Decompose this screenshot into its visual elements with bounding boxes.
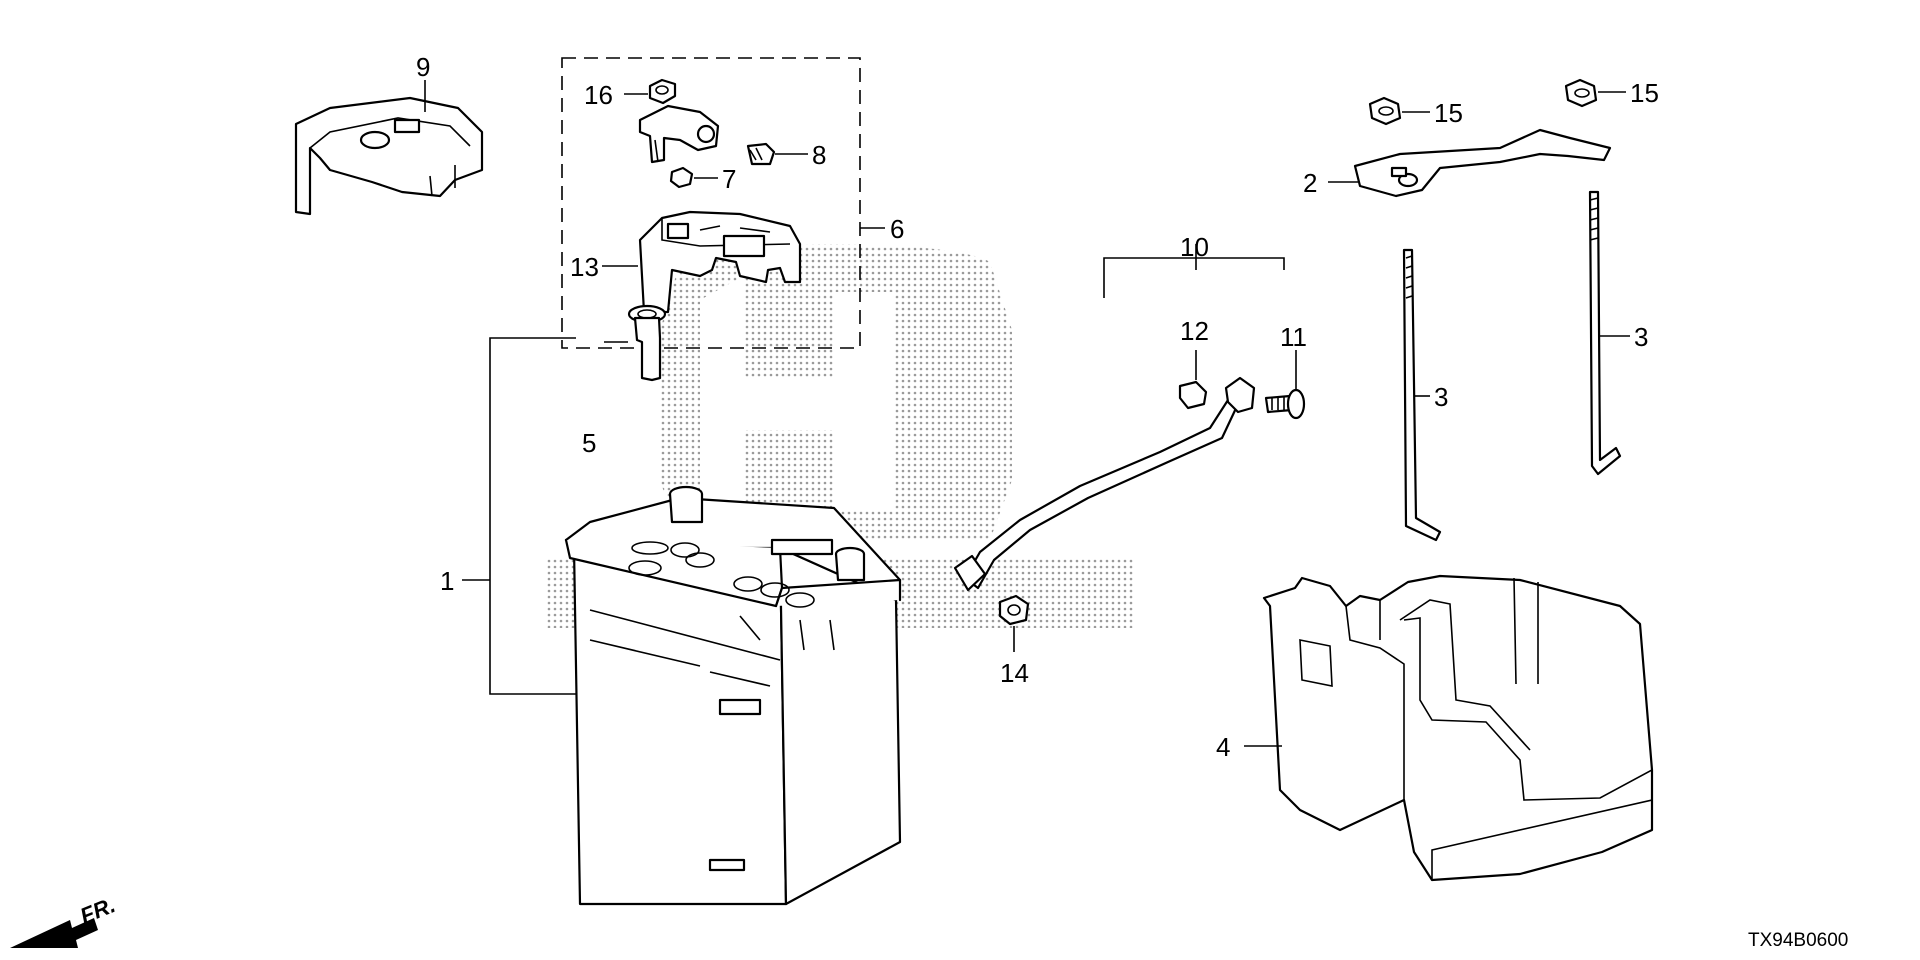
terminal-clamp-part bbox=[638, 104, 720, 164]
callout-9: 9 bbox=[416, 52, 430, 82]
nut-15-left-part bbox=[1368, 96, 1402, 126]
front-direction-arrow-icon bbox=[10, 918, 98, 948]
nut-12-part bbox=[1178, 380, 1208, 410]
terminal-cover-part bbox=[294, 96, 484, 216]
callout-13: 13 bbox=[570, 252, 599, 282]
fuse-block-part bbox=[638, 210, 802, 314]
callout-3-right: 3 bbox=[1634, 322, 1648, 352]
callout-5: 5 bbox=[582, 428, 596, 458]
callout-6: 6 bbox=[890, 214, 904, 244]
sub-assembly-box bbox=[561, 57, 861, 349]
front-label: FR. bbox=[77, 892, 119, 928]
callout-10: 10 bbox=[1180, 232, 1209, 262]
bracket-part bbox=[1353, 128, 1612, 198]
callout-11: 11 bbox=[1280, 322, 1307, 352]
cable-part bbox=[953, 376, 1256, 592]
bolt-8-part bbox=[746, 142, 776, 166]
callout-14: 14 bbox=[1000, 658, 1029, 688]
callout-3-left: 3 bbox=[1434, 382, 1448, 412]
rod-3-right-part bbox=[1588, 190, 1622, 476]
nut-15-right-part bbox=[1564, 78, 1598, 108]
leader-10 bbox=[1103, 244, 1285, 298]
callout-16: 16 bbox=[584, 80, 613, 110]
callout-1: 1 bbox=[440, 566, 454, 596]
bolt-14-part bbox=[998, 594, 1030, 626]
callout-8: 8 bbox=[812, 140, 826, 170]
bolt-11-part bbox=[1264, 388, 1306, 420]
nut-16-part bbox=[648, 78, 677, 105]
callout-15-left: 15 bbox=[1434, 98, 1463, 128]
callout-12: 12 bbox=[1180, 316, 1209, 346]
diagram-code: TX94B0600 bbox=[1748, 930, 1848, 951]
callout-2: 2 bbox=[1303, 168, 1317, 198]
callout-15-right: 15 bbox=[1630, 78, 1659, 108]
leader-1 bbox=[462, 337, 576, 695]
callout-4: 4 bbox=[1216, 732, 1230, 762]
battery-part bbox=[564, 485, 902, 906]
rod-3-left-part bbox=[1402, 248, 1442, 542]
vent-plug-part bbox=[627, 304, 667, 382]
callout-7: 7 bbox=[722, 164, 736, 194]
nut-7-part bbox=[669, 166, 694, 189]
battery-tray-part bbox=[1262, 574, 1654, 882]
